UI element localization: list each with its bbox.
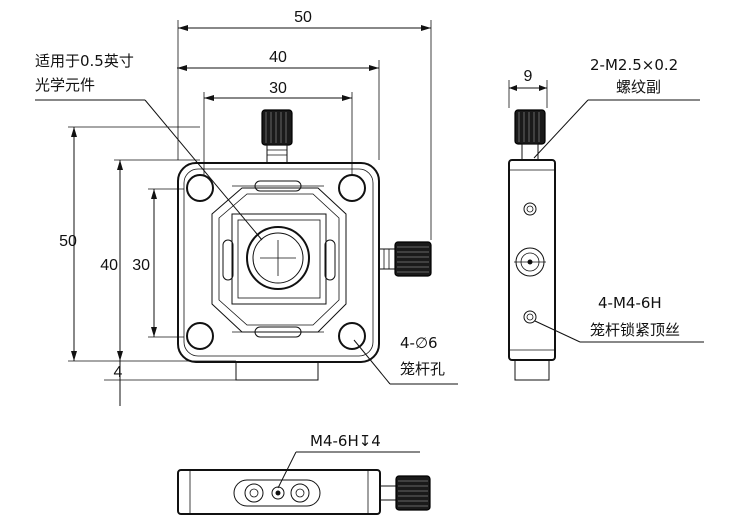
cage-rod-holes [186, 174, 366, 350]
front-horizontal-dimensions [177, 20, 432, 240]
dim-width-inner: 30 [269, 80, 287, 97]
flexure-slots [222, 180, 336, 338]
dim-base-offset: 4 [114, 364, 123, 381]
octagonal-frame-inner [218, 193, 340, 326]
top-adjuster-knob [261, 109, 293, 164]
dim-height-inner: 30 [132, 257, 150, 274]
cage-hole-top-left [186, 174, 214, 202]
side-top-knob [514, 109, 546, 161]
bottom-hole-right [290, 483, 310, 503]
cage-hole-note-line2: 笼杆孔 [400, 360, 445, 378]
front-vertical-dimensions [68, 126, 236, 406]
cage-hole-note-line1: 4-∅6 [400, 334, 438, 352]
bottom-slot [233, 479, 321, 507]
thread-callout: M4-6H↧4 [310, 432, 381, 450]
slot-right [324, 239, 336, 281]
slot-left [222, 239, 234, 281]
dim-width-mid: 40 [269, 49, 287, 66]
cage-hole-bottom-right [338, 322, 366, 350]
front-base-block [235, 361, 319, 381]
set-screw-note-line2: 笼杆锁紧顶丝 [590, 321, 680, 339]
cage-hole-leader [353, 339, 391, 385]
optic-carrier-inner [237, 219, 321, 299]
side-hole-top [523, 202, 537, 216]
side-hole-bottom [523, 310, 537, 324]
bottom-knob [379, 475, 431, 511]
set-screw-leader [534, 320, 581, 343]
screw-leader [533, 99, 589, 159]
optics-note-line1: 适用于0.5英寸 [35, 52, 134, 70]
side-view: 9 2-M2.5×0.2 螺纹副 4-M4-6H 笼杆锁紧顶丝 [508, 56, 704, 381]
thread-leader [277, 451, 297, 489]
front-view: 50 40 30 50 40 30 4 适用于0. [35, 9, 458, 406]
front-plate-inner-edge [183, 168, 374, 357]
dim-width-outer: 50 [294, 9, 312, 26]
bottom-hole-left [244, 483, 264, 503]
dim-thickness: 9 [524, 68, 533, 85]
dim-height-mid: 40 [100, 257, 118, 274]
set-screw-note-line1: 4-M4-6H [598, 294, 662, 312]
optic-mount-ring [246, 226, 310, 290]
bottom-view: M4-6H↧4 [177, 432, 431, 515]
side-base [514, 359, 550, 381]
right-adjuster-knob [378, 241, 432, 277]
screw-note-line2: 螺纹副 [616, 78, 661, 96]
cage-hole-bottom-left [186, 322, 214, 350]
screw-note-line1: 2-M2.5×0.2 [590, 56, 678, 74]
optic-carrier-square [231, 213, 327, 305]
optic-aperture [252, 232, 304, 284]
optics-note-line2: 光学元件 [35, 76, 95, 94]
dim-height-outer: 50 [59, 233, 77, 250]
optics-leader [144, 99, 263, 241]
cage-hole-top-right [338, 174, 366, 202]
